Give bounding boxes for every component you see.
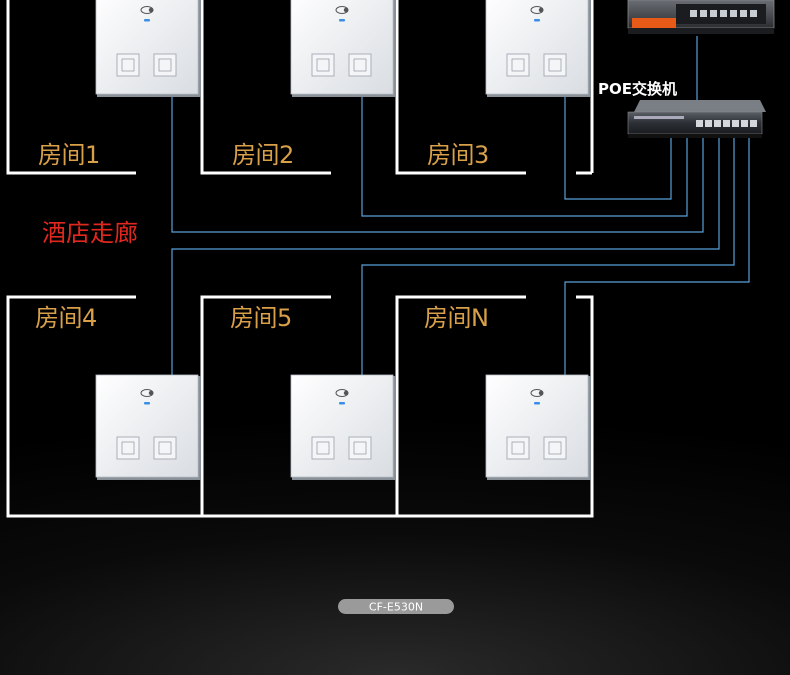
brand-logo-icon [530,389,544,397]
status-led-icon [534,19,540,22]
model-badge [338,599,454,614]
ethernet-port-icon [153,53,177,77]
wall-room-4 [6,295,331,518]
ethernet-port-icon [543,436,567,460]
network-switch-icon [627,100,766,138]
ethernet-port-icon [348,436,372,460]
status-led-icon [534,402,540,405]
wall-panel-ap-icon [485,374,591,480]
room-label: 房间4 [35,304,97,332]
cable-room-n [564,132,750,375]
ethernet-port-icon [116,436,140,460]
wall-room-3 [395,0,526,175]
ethernet-port-icon [311,53,335,77]
walls-top-row [6,0,526,175]
model-footer: CF-E530N [0,599,790,614]
room-label: 房间N [424,304,488,332]
wall-panel-ap-icon [290,374,396,480]
cable-room-1 [171,91,704,233]
ethernet-port-icon [153,436,177,460]
wall-panel-ap-icon [485,0,591,97]
walls-bottom-row [6,0,594,518]
status-led-icon [144,402,150,405]
labels: 房间1 房间2 房间3 房间4 房间5 房间N 酒店走廊 POE交换机 [35,80,677,332]
brand-logo-icon [140,6,154,14]
wall-panel-ap-icon [95,374,201,480]
wall-room-1 [6,0,136,175]
ethernet-port-icon [311,436,335,460]
wall-room-2 [200,0,331,175]
status-led-icon [339,19,345,22]
brand-logo-icon [335,389,349,397]
brand-logo-icon [530,6,544,14]
cable-room-5 [361,132,735,375]
brand-logo-icon [335,6,349,14]
brand-logo-icon [140,389,154,397]
room-label: 房间1 [38,141,100,169]
cables [171,36,750,375]
rack-router-icon [627,0,775,34]
access-point-panels [95,0,591,480]
wall-panel-ap-icon [95,0,201,97]
ethernet-port-icon [348,53,372,77]
ethernet-port-icon [116,53,140,77]
wall-room-n [397,295,594,518]
ethernet-port-icon [506,53,530,77]
cable-room-3 [564,91,672,200]
ethernet-port-icon [506,436,530,460]
ethernet-port-icon [543,53,567,77]
room-label: 房间2 [232,141,294,169]
model-label: CF-E530N [369,601,423,614]
status-led-icon [339,402,345,405]
cable-room-2 [361,91,688,217]
cable-room-4 [171,132,720,375]
room-label: 房间3 [427,141,489,169]
poe-switch-label: POE交换机 [598,80,677,98]
wall-room-5 [202,295,526,518]
corridor-label: 酒店走廊 [42,219,138,247]
status-led-icon [144,19,150,22]
wall-panel-ap-icon [290,0,396,97]
room-label: 房间5 [230,304,292,332]
